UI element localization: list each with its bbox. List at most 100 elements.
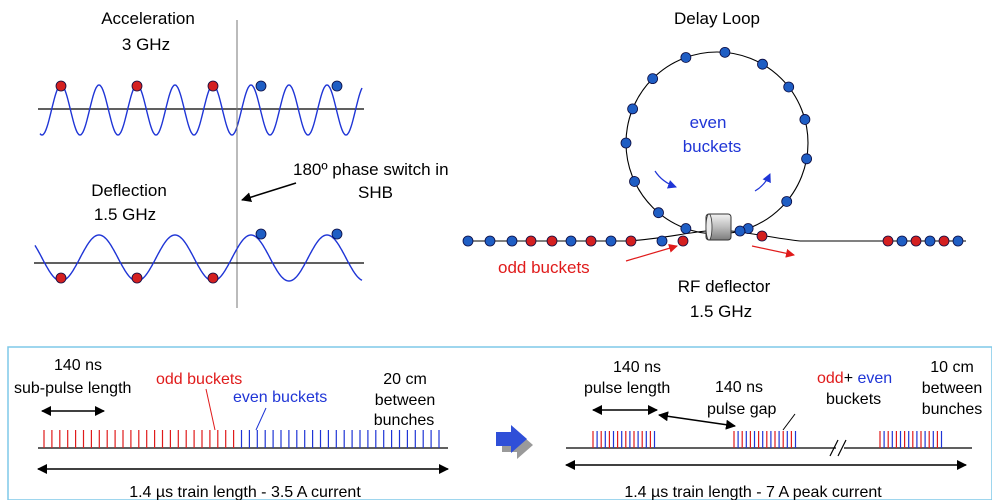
even-bunch bbox=[565, 235, 577, 247]
output-train-bunches bbox=[592, 431, 943, 448]
even-bunch bbox=[757, 58, 768, 70]
bunch-spacing-value: 20 cm bbox=[383, 371, 427, 388]
even-bunch bbox=[331, 80, 343, 92]
even-bunch bbox=[653, 207, 664, 219]
odd-bunch bbox=[55, 80, 67, 92]
odd-bunch bbox=[55, 272, 67, 284]
even-buckets-pointer bbox=[255, 407, 267, 431]
odd-buckets-pointer bbox=[205, 388, 216, 431]
waveform-panel: Acceleration 3 GHz Deflection 1.5 GHz 18… bbox=[34, 9, 449, 308]
pulse-gap-arrow bbox=[658, 411, 736, 430]
even-bunch bbox=[255, 80, 267, 92]
even-bunch bbox=[331, 228, 343, 240]
right-arrow-icon bbox=[496, 425, 533, 459]
odd-bunch bbox=[756, 230, 768, 242]
cylinder-icon bbox=[705, 213, 732, 241]
even-bunch bbox=[656, 235, 668, 247]
even-buckets-label-line2: buckets bbox=[683, 137, 742, 156]
odd-bunch bbox=[910, 235, 922, 247]
even-buckets-label-line1: even bbox=[690, 113, 727, 132]
even-bunch bbox=[629, 176, 640, 187]
plus-sign: + bbox=[844, 370, 853, 387]
even-bunch bbox=[605, 235, 617, 247]
rf-deflector-label-line2: 1.5 GHz bbox=[690, 302, 752, 321]
pulse-gap-label: pulse gap bbox=[707, 401, 776, 418]
odd-bunch bbox=[131, 272, 143, 284]
odd-arrow-in bbox=[625, 243, 678, 262]
even-bunch bbox=[781, 196, 793, 207]
even-bunch bbox=[680, 223, 692, 234]
even-bunch bbox=[506, 235, 518, 247]
pulse-length-label: pulse length bbox=[584, 380, 670, 397]
odd-bunch bbox=[585, 235, 597, 247]
bunch-spacing-label-line2: between bbox=[922, 380, 983, 397]
combined-buckets-label: odd+ even bbox=[817, 370, 892, 387]
even-buckets-label: even buckets bbox=[233, 389, 327, 406]
deflection-frequency: 1.5 GHz bbox=[94, 205, 156, 224]
deflection-bunches bbox=[55, 228, 343, 284]
odd-bunch bbox=[938, 235, 950, 247]
even-bunch bbox=[680, 52, 692, 63]
input-train-caption: 1.4 µs train length - 3.5 A current bbox=[129, 484, 361, 500]
even-bunch bbox=[620, 137, 632, 149]
subpulse-length-label: sub-pulse length bbox=[14, 380, 131, 397]
bunch-spacing-label-line3: bunches bbox=[374, 412, 435, 429]
even-bunch bbox=[719, 46, 731, 58]
loop-arrow-right bbox=[754, 173, 771, 192]
output-train-caption: 1.4 µs train length - 7 A peak current bbox=[624, 484, 882, 500]
phase-switch-label-line2: SHB bbox=[358, 183, 393, 202]
bunch-spacing-label-line2: between bbox=[375, 392, 436, 409]
pulse-gap-pointer bbox=[782, 413, 796, 431]
deflection-waveform bbox=[34, 234, 363, 282]
even-bunch bbox=[484, 235, 496, 247]
acceleration-bunches bbox=[55, 80, 343, 92]
delay-loop-bunches bbox=[620, 46, 813, 234]
odd-bunch bbox=[882, 235, 894, 247]
delay-loop-title: Delay Loop bbox=[674, 9, 760, 28]
pulse-gap-value: 140 ns bbox=[715, 379, 763, 396]
combined-buckets-word: buckets bbox=[826, 391, 881, 408]
beamline-bunches bbox=[462, 225, 964, 247]
train-box bbox=[7, 346, 992, 500]
output-train-panel: 140 ns pulse length 140 ns pulse gap odd… bbox=[565, 359, 983, 500]
odd-arrow-out bbox=[751, 245, 795, 258]
odd-bunch bbox=[546, 235, 558, 247]
odd-bunch bbox=[207, 272, 219, 284]
pulse-length-value: 140 ns bbox=[613, 359, 661, 376]
bunch-spacing-label-line3: bunches bbox=[922, 401, 983, 418]
beam-line-merge-left bbox=[627, 230, 707, 242]
odd-bunch bbox=[207, 80, 219, 92]
even-bunch bbox=[462, 235, 474, 247]
odd-bunch bbox=[677, 235, 689, 247]
even-bunch bbox=[896, 235, 908, 247]
odd-buckets-label: odd buckets bbox=[498, 258, 590, 277]
acceleration-frequency: 3 GHz bbox=[122, 35, 170, 54]
input-train-bunches bbox=[43, 430, 440, 448]
even-bunch bbox=[255, 228, 267, 240]
even-bunch bbox=[799, 114, 811, 125]
odd-buckets-label: odd buckets bbox=[156, 371, 242, 388]
even-bunch bbox=[952, 235, 964, 247]
odd-bunch bbox=[625, 235, 637, 247]
input-train-panel: 140 ns sub-pulse length odd buckets even… bbox=[14, 357, 449, 500]
subpulse-length-value: 140 ns bbox=[54, 357, 102, 374]
even-bunch bbox=[801, 153, 813, 165]
rf-deflector-label-line1: RF deflector bbox=[678, 277, 771, 296]
deflection-title: Deflection bbox=[91, 181, 167, 200]
phase-switch-label-line1: 180º phase switch in bbox=[293, 160, 449, 179]
even-bunch bbox=[734, 225, 746, 237]
even-word: even bbox=[853, 370, 892, 387]
odd-bunch bbox=[131, 80, 143, 92]
acceleration-waveform bbox=[39, 84, 363, 136]
loop-arrow-left bbox=[654, 170, 677, 189]
double-slash-icon bbox=[829, 439, 847, 457]
acceleration-title: Acceleration bbox=[101, 9, 195, 28]
delay-loop-panel: Delay Loop even buckets odd buckets RF d… bbox=[462, 9, 966, 321]
even-bunch bbox=[627, 103, 639, 115]
even-bunch bbox=[924, 235, 936, 247]
even-bunch bbox=[647, 73, 659, 85]
bunch-spacing-value: 10 cm bbox=[930, 359, 974, 376]
odd-word: odd bbox=[817, 370, 844, 387]
even-bunch bbox=[783, 81, 795, 93]
